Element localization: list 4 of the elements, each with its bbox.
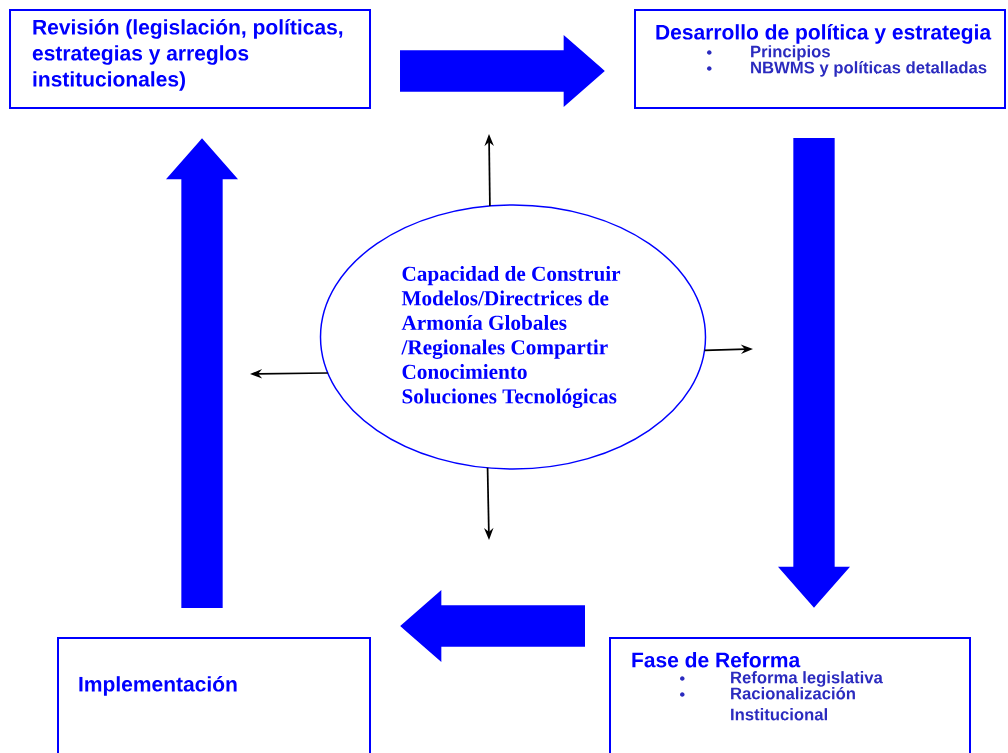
text-box: Desarrollo de política y estrategia Principios NBWMS y políticas detalladas <box>634 9 1006 109</box>
text-box: Revisión (legislación, políticas, estrategias y arreglos institucionales) <box>9 9 371 109</box>
text-box: Fase de Reforma Reforma legislativa Racionalización Institucional <box>609 637 971 753</box>
text-box: Implementación <box>57 637 371 753</box>
